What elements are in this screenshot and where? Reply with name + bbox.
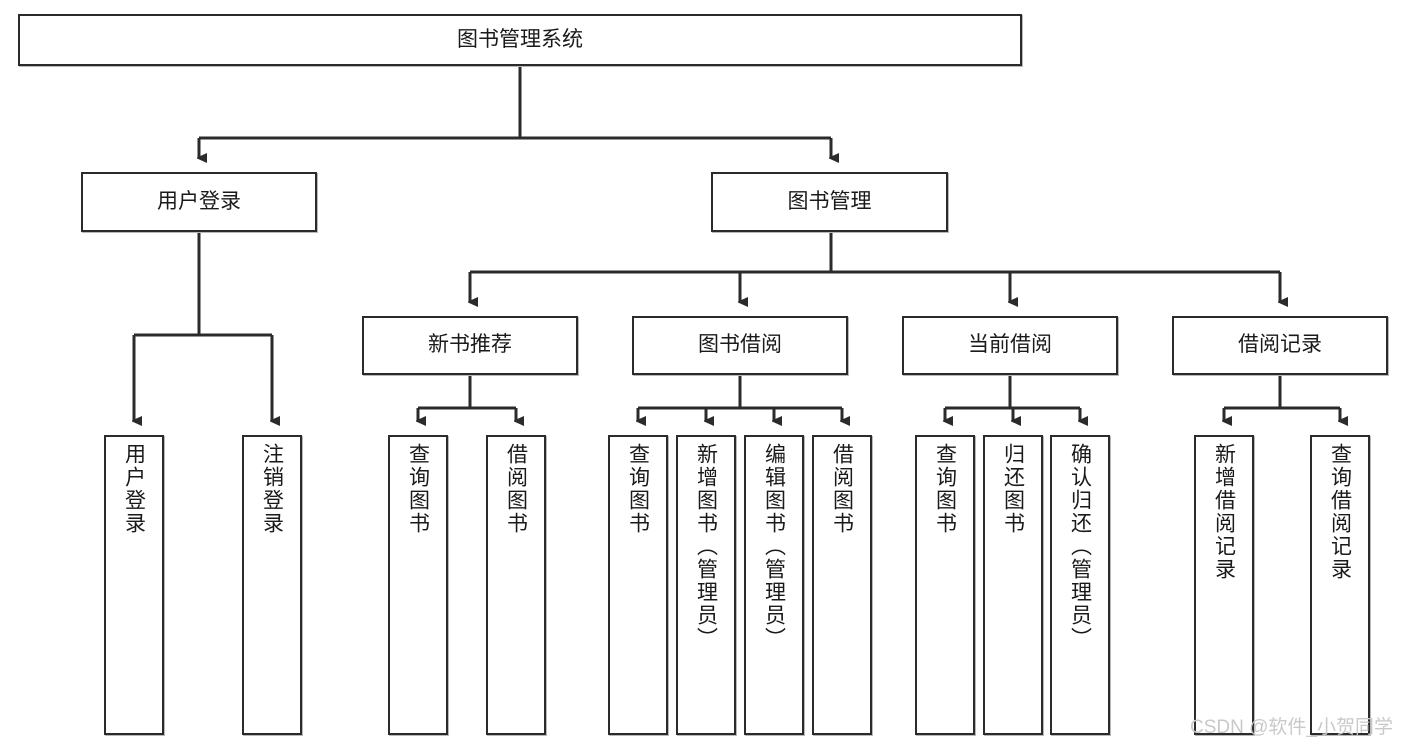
node-leaf-query-book-borrow-label: 查询图书 xyxy=(626,443,650,535)
node-leaf-borrow-book-recommend[interactable]: 借阅图书 xyxy=(486,435,546,735)
node-leaf-confirm-return-label: 确认归还（管理员） xyxy=(1068,443,1092,650)
node-leaf-edit-book-label: 编辑图书（管理员） xyxy=(762,443,786,650)
node-leaf-borrow-book-recommend-label: 借阅图书 xyxy=(504,443,528,535)
node-root[interactable]: 图书管理系统 xyxy=(18,14,1022,66)
node-leaf-query-book-recommend-label: 查询图书 xyxy=(406,443,430,535)
node-new-book-recommend-label: 新书推荐 xyxy=(428,333,512,357)
node-book-borrow-label: 图书借阅 xyxy=(698,333,782,357)
node-current-borrow-label: 当前借阅 xyxy=(968,333,1052,357)
node-leaf-logout[interactable]: 注销登录 xyxy=(242,435,302,735)
node-leaf-query-book-current[interactable]: 查询图书 xyxy=(915,435,975,735)
node-leaf-borrow-book-label: 借阅图书 xyxy=(830,443,854,535)
node-leaf-query-book-current-label: 查询图书 xyxy=(933,443,957,535)
node-borrow-records-label: 借阅记录 xyxy=(1238,333,1322,357)
node-leaf-return-book-label: 归还图书 xyxy=(1001,443,1025,535)
node-leaf-query-book-recommend[interactable]: 查询图书 xyxy=(388,435,448,735)
node-leaf-user-login[interactable]: 用户登录 xyxy=(104,435,164,735)
node-leaf-logout-label: 注销登录 xyxy=(260,443,284,535)
node-user-login[interactable]: 用户登录 xyxy=(81,172,317,232)
node-book-management-label: 图书管理 xyxy=(787,189,872,213)
node-current-borrow[interactable]: 当前借阅 xyxy=(902,316,1118,375)
node-leaf-borrow-book[interactable]: 借阅图书 xyxy=(812,435,872,735)
node-leaf-confirm-return[interactable]: 确认归还（管理员） xyxy=(1050,435,1110,735)
node-user-login-label: 用户登录 xyxy=(157,189,241,213)
node-leaf-add-book[interactable]: 新增图书（管理员） xyxy=(676,435,736,735)
node-leaf-edit-book[interactable]: 编辑图书（管理员） xyxy=(744,435,804,735)
node-root-label: 图书管理系统 xyxy=(457,27,583,51)
node-book-management[interactable]: 图书管理 xyxy=(711,172,948,232)
node-leaf-add-borrow-record[interactable]: 新增借阅记录 xyxy=(1194,435,1254,735)
node-leaf-add-borrow-record-label: 新增借阅记录 xyxy=(1212,443,1236,581)
node-leaf-query-borrow-record[interactable]: 查询借阅记录 xyxy=(1310,435,1370,735)
node-leaf-user-login-label: 用户登录 xyxy=(122,443,146,535)
node-leaf-query-borrow-record-label: 查询借阅记录 xyxy=(1328,443,1352,581)
node-leaf-return-book[interactable]: 归还图书 xyxy=(983,435,1043,735)
node-borrow-records[interactable]: 借阅记录 xyxy=(1172,316,1388,375)
node-book-borrow[interactable]: 图书借阅 xyxy=(632,316,848,375)
node-leaf-add-book-label: 新增图书（管理员） xyxy=(694,443,718,650)
node-new-book-recommend[interactable]: 新书推荐 xyxy=(362,316,578,375)
node-leaf-query-book-borrow[interactable]: 查询图书 xyxy=(608,435,668,735)
